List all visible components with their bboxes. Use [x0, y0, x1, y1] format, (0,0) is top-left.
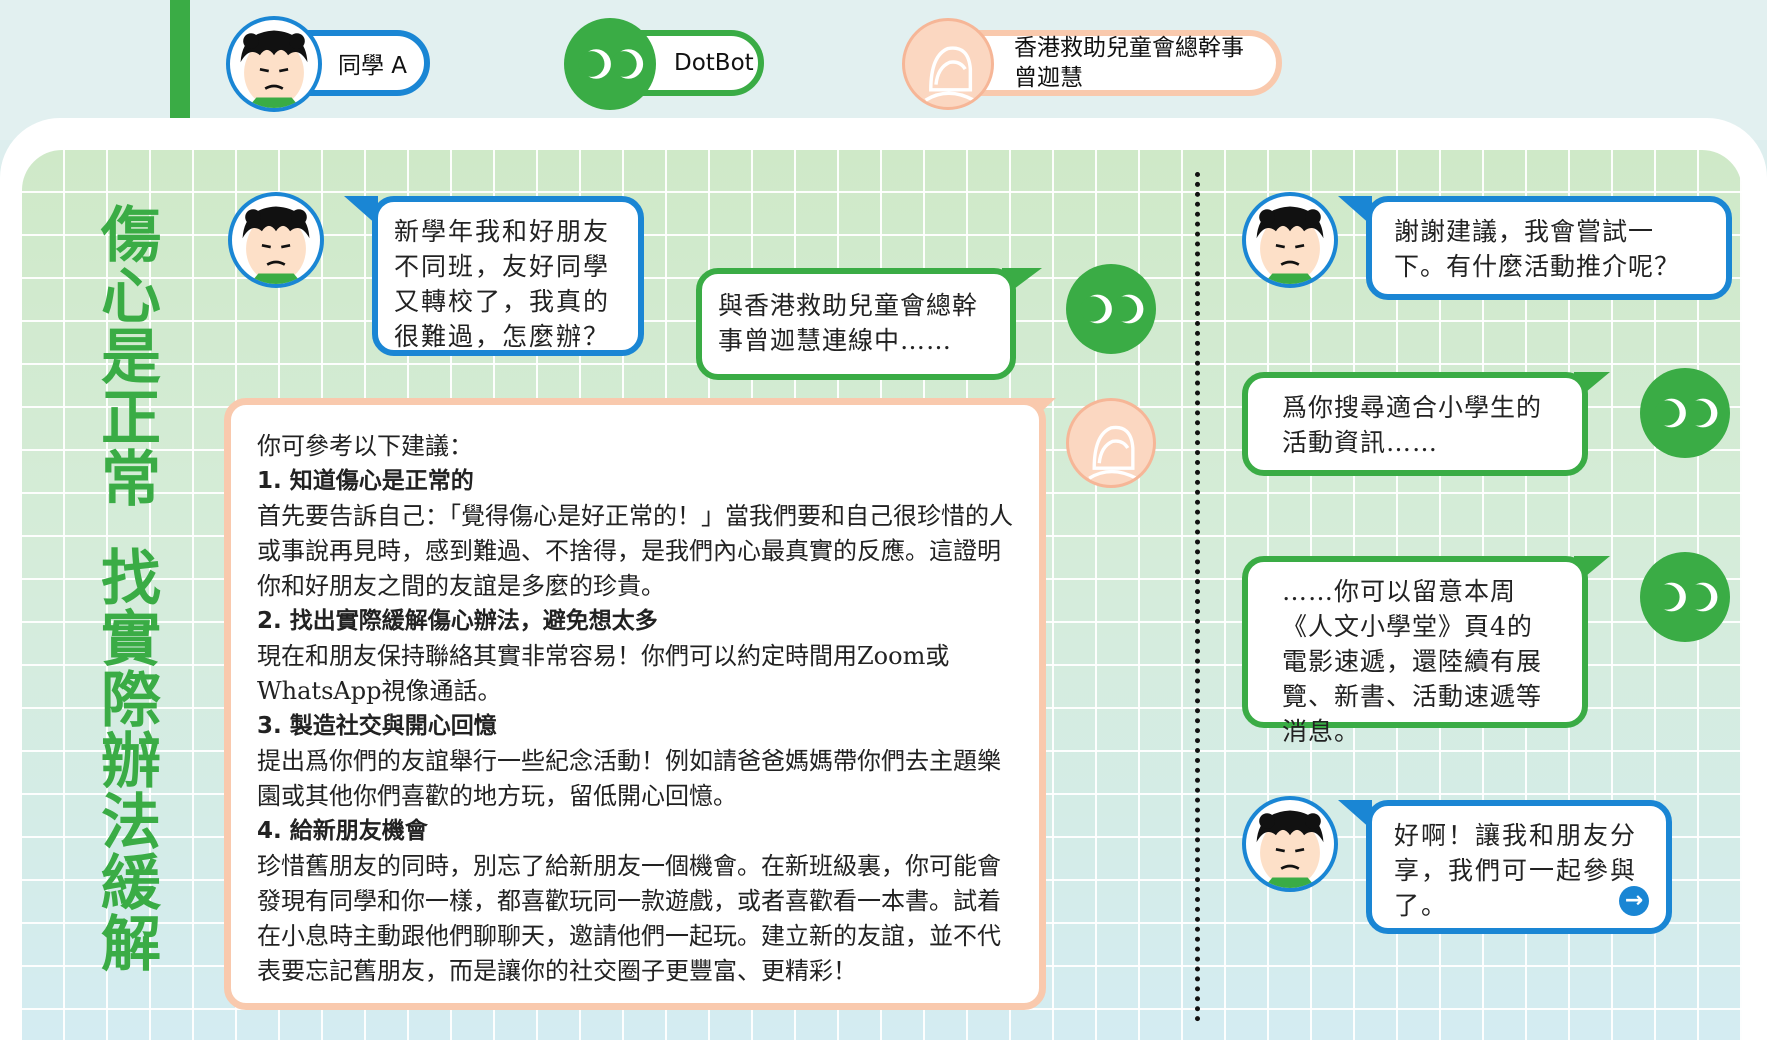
legend-expert-label: 香港救助兒童會總幹事 曾迦慧: [1014, 33, 1244, 93]
dotbot-message-3: ……你可以留意本周《人文小學堂》頁4的電影速遞，還陸續有展覽、新書、活動速遞等消…: [1242, 556, 1588, 746]
point-3-heading: 3. 製造社交與開心回憶: [257, 713, 497, 739]
dotbot-avatar-icon: [1066, 264, 1156, 354]
point-2-heading: 2. 找出實際緩解傷心辦法，避免想太多: [257, 608, 658, 634]
student-avatar-icon: [228, 192, 324, 288]
expert-reply: 你可參考以下建議： 1. 知道傷心是正常的 首先要告訴自己：「覺得傷心是好正常的…: [224, 398, 1046, 1010]
point-1-heading: 1. 知道傷心是正常的: [257, 468, 474, 494]
point-4-body: 珍惜舊朋友的同時，別忘了給新朋友一個機會。在新班級裏，你可能會發現有同學和你一樣…: [257, 852, 1001, 985]
dotbot-avatar-icon: [564, 18, 656, 110]
accent-stripe: [170, 0, 190, 120]
title-line-2: 找實際辦法緩解: [101, 544, 161, 980]
dotbot-message-3-text: ……你可以留意本周《人文小學堂》頁4的電影速遞，還陸續有展覽、新書、活動速遞等消…: [1282, 577, 1543, 746]
student-message-3: 好啊！讓我和朋友分享，我們可一起參與了。: [1366, 800, 1672, 934]
legend-dotbot-label: DotBot: [674, 50, 754, 76]
point-3-body: 提出爲你們的友誼舉行一些紀念活動！例如請爸爸媽媽帶你們去主題樂園或其他你們喜歡的…: [257, 747, 1001, 810]
point-4-heading: 4. 給新朋友機會: [257, 818, 428, 844]
student-message-1-text: 新學年我和好朋友不同班，友好同學又轉校了，我真的很難過，怎麼辦？: [394, 217, 611, 351]
student-message-3-text: 好啊！讓我和朋友分享，我們可一起參與了。: [1394, 821, 1638, 920]
expert-reply-intro: 你可參考以下建議：: [257, 432, 473, 460]
legend-student-label: 同學 A: [338, 53, 408, 79]
page-title: 傷心是正常 找實際辦法緩解: [96, 206, 166, 976]
student-avatar-icon: [1242, 192, 1338, 288]
expert-avatar-icon: [902, 18, 994, 110]
next-arrow-icon[interactable]: →: [1619, 886, 1649, 916]
point-2-body: 現在和朋友保持聯絡其實非常容易！你們可以約定時間用Zoom或WhatsApp視像…: [257, 642, 950, 705]
expert-avatar-icon: [1066, 398, 1156, 488]
legend-expert-title: 香港救助兒童會總幹事: [1014, 35, 1244, 61]
student-message-2-text: 謝謝建議，我會嘗試一下。有什麼活動推介呢？: [1394, 217, 1681, 281]
dotbot-avatar-icon: [1640, 552, 1730, 642]
student-message-1: 新學年我和好朋友不同班，友好同學又轉校了，我真的很難過，怎麼辦？: [372, 196, 644, 356]
student-message-2: 謝謝建議，我會嘗試一下。有什麼活動推介呢？: [1366, 196, 1732, 300]
point-1-body: 首先要告訴自己：「覺得傷心是好正常的！」當我們要和自己很珍惜的人或事說再見時，感…: [257, 502, 1013, 600]
dotbot-message-2: 爲你搜尋適合小學生的活動資訊……: [1242, 372, 1588, 476]
student-avatar-icon: [1242, 796, 1338, 892]
legend-expert-name: 曾迦慧: [1014, 65, 1083, 91]
dotbot-message-2-text: 爲你搜尋適合小學生的活動資訊……: [1282, 393, 1543, 457]
title-line-1: 傷心是正常: [101, 201, 161, 515]
column-divider: [1195, 172, 1200, 1022]
dotbot-message-1-text: 與香港救助兒童會總幹事曾迦慧連線中……: [718, 291, 979, 355]
student-avatar-icon: [226, 16, 322, 112]
dotbot-message-1: 與香港救助兒童會總幹事曾迦慧連線中……: [696, 268, 1016, 380]
dotbot-avatar-icon: [1640, 368, 1730, 458]
